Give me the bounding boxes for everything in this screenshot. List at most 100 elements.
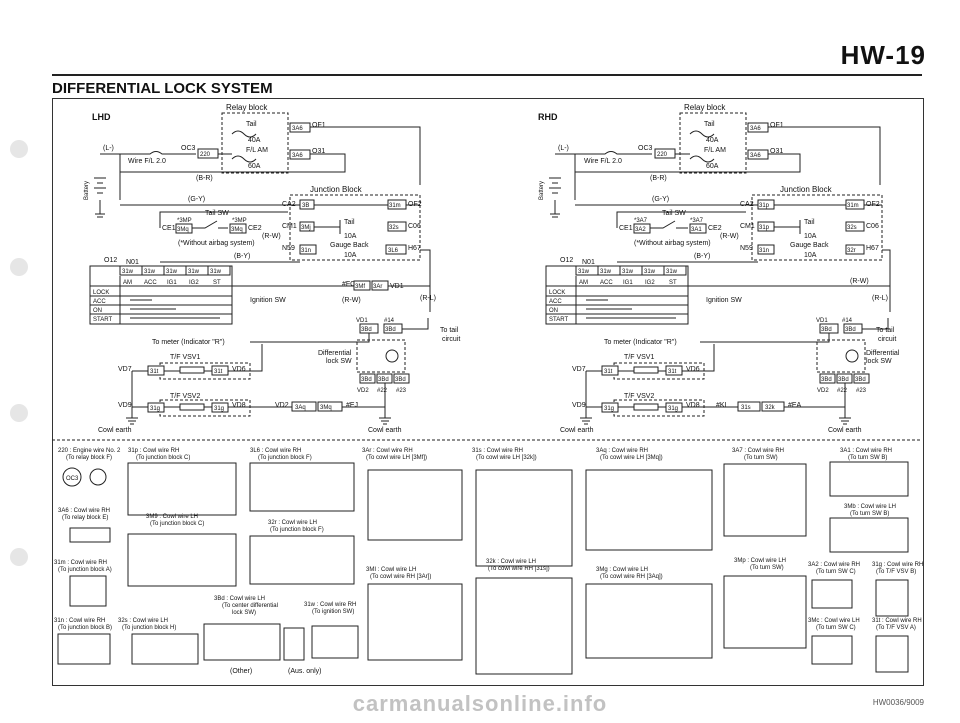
rhd-of1: OF1: [770, 122, 784, 129]
connector-220-mate-icon: [89, 468, 107, 486]
rhd-vsv2-coil: [633, 403, 659, 411]
connector-label: 3Mp : Cowl wire LH: [734, 558, 786, 564]
lhd-tail-fuse-symbol: [231, 130, 257, 138]
rhd-battery-label: Battery: [539, 181, 545, 200]
rhd-ea: #EA: [788, 402, 802, 409]
header-rule: [52, 74, 922, 76]
connector-sublabel: (To turn SW C): [816, 569, 856, 575]
lhd-tail-sw: Tail SW: [205, 210, 229, 217]
rhd-conn-31g-1-label: 31g: [604, 406, 614, 412]
rhd-conn-32s: [845, 221, 865, 232]
rhd-n01: N01: [582, 259, 595, 266]
lhd-ign-pin-label: 31w: [188, 269, 200, 275]
rhd-fusible-link: [575, 151, 652, 155]
rhd-wire: [580, 371, 851, 425]
lhd-flam-label: F/L AM: [246, 147, 268, 154]
lhd-wire: [160, 249, 431, 290]
lhd-diff-lock-indicator-icon: [385, 349, 399, 363]
rhd-wire: [617, 249, 891, 290]
connector-31t-block: [875, 635, 909, 673]
connector-sublabel: (To cowl wire RH [3Ar]): [370, 574, 431, 580]
rhd-o31: O31: [770, 148, 783, 155]
rhd-diff-lock-sw-2: lock SW: [866, 358, 892, 365]
rhd-diagram: RHD Relay block Tail 40A F/L AM 60A 3A6 …: [538, 103, 900, 434]
lhd-tail-switch: [192, 220, 228, 229]
rhd-conn-220-label: 220: [657, 152, 668, 158]
rhd-wire: [700, 333, 830, 343]
lhd-ign-pin-label: 31w: [166, 269, 178, 275]
lhd-conn-31m-label: 31m: [389, 203, 401, 209]
lhd-of1: OF1: [312, 122, 326, 129]
lhd-ign-col: ST: [213, 280, 221, 286]
lhd-wire-fl: Wire F/L 2.0: [128, 158, 166, 165]
rhd-vd9: VD9: [572, 402, 586, 409]
lhd-tail-fuse-amp: 10A: [344, 233, 357, 240]
lhd-ign-row: ON: [93, 308, 102, 314]
lhd-conn-3b: [299, 199, 315, 210]
lhd-conn-3bd-5-label: 3Bd: [395, 377, 406, 383]
rhd-tf-vsv1: T/F VSV1: [624, 354, 654, 361]
rhd-ign-pin-label: 31w: [600, 269, 612, 275]
connector-3a2-block: [811, 579, 853, 609]
lhd-conn-3mq-1-label: 3Mq: [177, 227, 189, 233]
rhd-conn-31g-2-label: 31g: [668, 406, 678, 412]
rhd-ce2: CE2: [708, 225, 722, 232]
lhd-ign-pin: [207, 265, 231, 276]
rhd-conn-3bd-3-label: 3Bd: [821, 377, 832, 383]
connector-label: lock SW): [232, 610, 256, 616]
lhd-vd7: VD7: [118, 366, 132, 373]
rhd-conn-31m-label: 31m: [847, 203, 859, 209]
lhd-conn-3l6-label: 3L6: [388, 248, 399, 254]
rhd-vd1: VD1: [816, 318, 828, 324]
connector-3aq-block: [585, 469, 713, 551]
connector-sublabel: (To junction block A): [58, 567, 112, 573]
lhd-n23: #23: [396, 388, 407, 394]
lhd-ce1: CE1: [162, 225, 176, 232]
lhd-l-wire: (L-): [103, 145, 114, 152]
lhd-tail-fuse: Tail: [344, 219, 355, 226]
lhd-n22: #22: [377, 388, 388, 394]
lhd-conn-3a6-mid-label: 3A6: [292, 153, 303, 159]
lhd-tail-amp: 40A: [248, 137, 261, 144]
rhd-ce1: CE1: [619, 225, 633, 232]
lhd-of2: OF2: [408, 201, 422, 208]
rhd-conn-31s-label: 31s: [741, 405, 751, 411]
lhd-conn-3mq-2: [229, 223, 247, 234]
lhd-ej: #EJ: [346, 402, 358, 409]
connector-31g-block: [875, 579, 909, 617]
rhd-flam-amp: 60A: [706, 163, 719, 170]
rhd-wire: [586, 344, 715, 372]
rhd-wire: [688, 285, 891, 312]
rhd-vd7: VD7: [572, 366, 586, 373]
rhd-conn-31t-2-label: 31t: [668, 369, 677, 375]
connector-3mc-block: [811, 635, 853, 665]
rhd-ca2: CA2: [740, 201, 754, 208]
connector-sublabel: (To turn SW B): [850, 511, 889, 517]
lhd-diagram: LHD Relay block Tail 40A F/L AM 60A 3A6 …: [84, 103, 460, 434]
lhd-fusible-link: [120, 151, 196, 155]
rhd-flam-label: F/L AM: [704, 147, 726, 154]
lhd-diff-lock-sw: Differential: [318, 350, 352, 357]
rhd-tf-vsv2: T/F VSV2: [624, 393, 654, 400]
rhd-diff-lock-indicator-icon: [845, 349, 859, 363]
lhd-conn-3mq-3-label: 3Mq: [320, 405, 332, 411]
connector-label: 31s : Cowl wire RH: [472, 448, 523, 454]
lhd-star3mp-2: *3MP: [232, 218, 247, 224]
rhd-ign-pin-label: 31w: [644, 269, 656, 275]
lhd-tf-vsv2-box: [159, 399, 251, 417]
rhd-ign-pin-label: 31w: [622, 269, 634, 275]
rhd-tail-sw: Tail SW: [662, 210, 686, 217]
lhd-wire: [132, 344, 263, 372]
connector-label: 3MI : Cowl wire LH: [366, 567, 416, 573]
connector-sublabel: (To junction block B): [58, 625, 112, 631]
connector-sublabel: (To junction block F): [270, 527, 324, 533]
connector-32s-block: [131, 633, 199, 665]
rhd-wire: [616, 211, 801, 234]
rhd-cm1: CM1: [740, 223, 755, 230]
rhd-conn-3bd-4-label: 3Bd: [838, 377, 849, 383]
rhd-tail-switch: [650, 220, 688, 229]
connector-32k-block: [475, 577, 573, 675]
rhd-ign-col: IG1: [623, 280, 633, 286]
connector-sublabel: (To center differential: [222, 603, 278, 609]
lhd-star3mp-1: *3MP: [177, 218, 192, 224]
